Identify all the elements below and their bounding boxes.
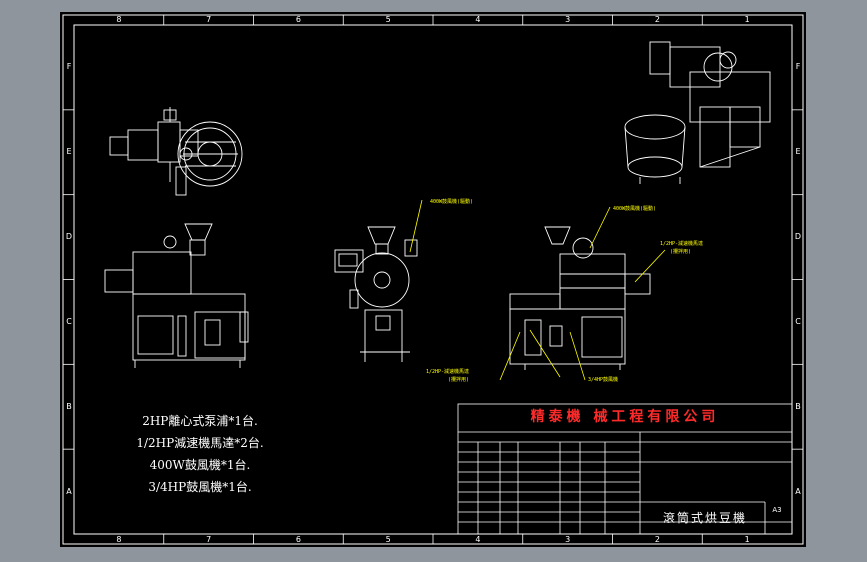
zone-column-label: 1 [744,15,750,24]
zone-column-label: 5 [385,15,391,24]
zone-ticks [63,15,803,544]
zone-row-label: F [66,62,72,72]
zone-column-label: 7 [206,15,212,24]
zone-row-label: E [66,147,72,157]
zone-row-label: B [66,401,72,411]
drawing-svg [62,14,804,545]
zone-row-label: F [795,62,801,72]
zone-column-label: 3 [565,535,571,544]
zone-column-label: 2 [654,15,660,24]
zone-row-label: A [795,486,801,496]
company-name: 精泰機 械工程有限公司 [530,409,720,425]
note-line: 2HP離心式泵浦*1台. [142,414,258,428]
zone-row-label: C [66,316,72,326]
front-view [334,226,418,362]
zone-column-label: 4 [475,535,481,544]
zone-row-label: A [66,486,72,496]
callout-section-bottom: 3/4HP鼓風機 [588,377,619,383]
iso-view [624,41,771,184]
zone-row-label: E [795,147,801,157]
zone-column-label: 8 [116,535,122,544]
zone-column-label: 6 [295,15,301,24]
zone-row-label: D [65,232,73,242]
equipment-notes: 2HP離心式泵浦*1台. 1/2HP減速機馬達*2台. 400W鼓風機*1台. … [110,410,290,498]
note-line: 400W鼓風機*1台. [149,458,251,472]
zone-column-label: 7 [206,535,212,544]
callout-section-top: 400W鼓風機(驅動) [613,206,657,212]
drawing-title: 滾筒式烘豆機 [662,511,747,525]
note-line: 1/2HP減速機馬達*2台. [136,436,264,450]
section-view [509,226,651,370]
zone-column-label: 8 [116,15,122,24]
zone-column-label: 2 [654,535,660,544]
zone-row-label: C [795,316,801,326]
drawing-sheet: 2HP離心式泵浦*1台. 1/2HP減速機馬達*2台. 400W鼓風機*1台. … [60,12,806,547]
zone-row-label: D [794,232,802,242]
side-view-left [104,223,249,368]
callout-section-right-2: (攪拌用) [670,249,692,255]
sheet-size: A3 [772,506,782,514]
callout-leaders [409,199,666,381]
callout-side-top: 400W鼓風機(驅動) [430,199,474,205]
callout-section-left-1: 1/2HP-減速機馬達 [426,369,470,375]
zone-column-label: 3 [565,15,571,24]
callout-section-right-1: 1/2HP-減速機馬達 [660,241,704,247]
zone-column-label: 4 [475,15,481,24]
zone-column-label: 1 [744,535,750,544]
zone-column-label: 5 [385,535,391,544]
title-block [457,403,793,535]
zone-row-label: B [795,401,801,411]
callout-section-left-2: (攪拌用) [448,377,470,383]
top-view [109,107,243,196]
zone-column-label: 6 [295,535,301,544]
note-line: 3/4HP鼓風機*1台. [148,480,252,494]
